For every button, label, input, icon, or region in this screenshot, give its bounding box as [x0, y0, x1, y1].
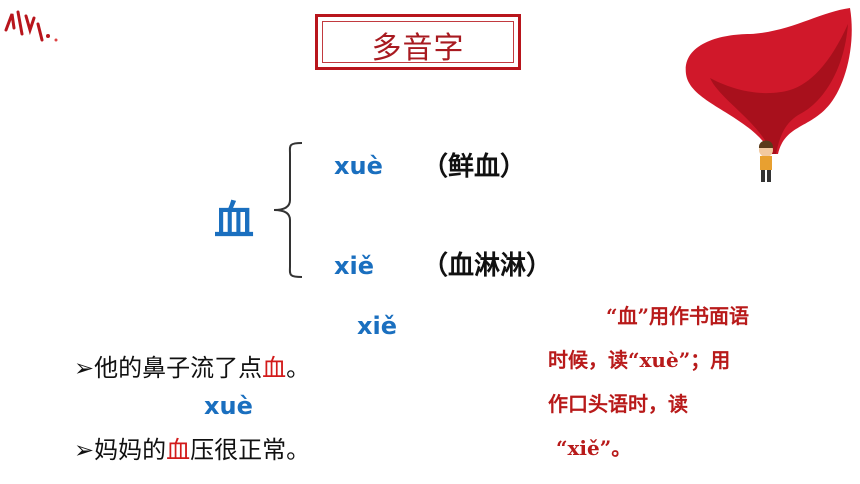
stamp-inner-border — [322, 21, 514, 63]
sentence-2: ➢妈妈的血压很正常。 — [74, 430, 310, 465]
reading-2-example: （血淋淋） — [422, 251, 553, 281]
reading-2-pinyin: xiě — [334, 252, 374, 280]
main-character: 血 — [214, 198, 254, 244]
sentence-bullet: ➢ — [74, 354, 95, 382]
note-line-3: 作口头语时，读 — [548, 392, 688, 416]
reading-1-example: （鲜血） — [422, 152, 527, 182]
sentence-2-after: 压很正常。 — [190, 436, 311, 464]
sentence-1-pinyin: xiě — [357, 312, 397, 340]
bracket — [273, 142, 303, 278]
sentence-1-before: 他的鼻子流了点 — [94, 354, 263, 382]
note-line-4: “xiě”。 — [556, 436, 632, 460]
sentence-1-highlight: 血 — [262, 354, 287, 382]
sentence-bullet: ➢ — [74, 436, 95, 464]
sentence-1-after: 。 — [286, 354, 311, 382]
sentence-2-pinyin: xuè — [204, 392, 253, 420]
reading-1-pinyin: xuè — [334, 152, 383, 180]
sentence-2-highlight: 血 — [166, 436, 191, 464]
flag-girl-illustration — [685, 8, 852, 182]
note-line-2: 时候，读“xuè”；用 — [548, 348, 731, 372]
title-stamp: 多音字 — [315, 14, 521, 70]
page-title: 多音字 — [371, 31, 465, 66]
sentence-1: ➢他的鼻子流了点血。 — [74, 348, 310, 383]
note-line-1: “血”用作书面语 — [606, 304, 750, 328]
corner-decoration — [4, 10, 58, 42]
sentence-2-before: 妈妈的 — [94, 436, 167, 464]
